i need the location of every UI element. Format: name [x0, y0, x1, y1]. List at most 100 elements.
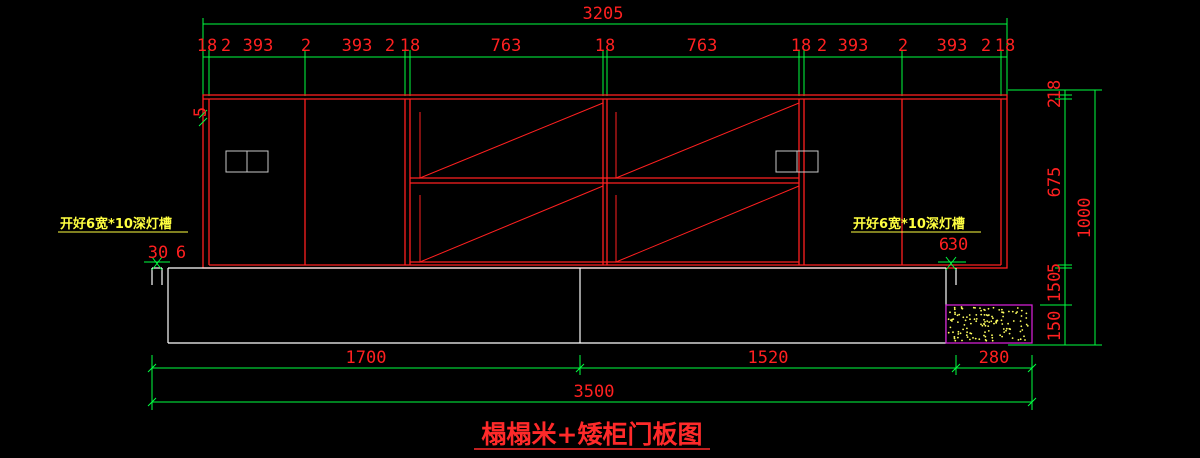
hatch-dot [983, 318, 985, 321]
groove-right-dim-b: 30 [948, 235, 968, 255]
dim-bottom-segments: 1700 1520 280 [346, 348, 1010, 368]
hatch-dot [961, 339, 963, 342]
hatch-dot [963, 324, 966, 326]
hatch-dot [1002, 328, 1005, 330]
hatch-dot [975, 318, 978, 320]
hatch-dot [980, 313, 983, 316]
dim-right-seg: 150 [1045, 272, 1065, 303]
hatch-dot [987, 325, 990, 327]
hatch-dot [966, 327, 968, 330]
dim-top-seg: 18 [197, 36, 217, 56]
dim-top-seg: 393 [342, 36, 373, 56]
hatch-dot [958, 313, 961, 316]
hatch-dot [1011, 310, 1014, 313]
hatch-dot [968, 314, 971, 316]
hatch-dot [1016, 307, 1019, 309]
hatch-dot [978, 338, 981, 341]
hatch-dot [983, 308, 985, 311]
hatch-dot [1025, 317, 1028, 319]
hatch-dot [1007, 322, 1009, 325]
dim-top-seg: 393 [937, 36, 968, 56]
hatch-dot [959, 332, 962, 335]
hatch-dot [991, 339, 994, 342]
dim-small-left: 5 [191, 107, 211, 117]
hatch-dot [957, 321, 959, 323]
right-dimension-chain [1008, 89, 1102, 346]
dim-small-left-marker [198, 109, 208, 127]
hatch-dot [952, 331, 954, 334]
hatch-dot [957, 333, 960, 335]
dim-top-seg: 393 [838, 36, 869, 56]
hatch-dot [991, 336, 994, 339]
hatch-dot [966, 316, 968, 318]
groove-left-dim-b: 6 [176, 243, 186, 263]
note-groove-right: 开好6宽*10深灯槽 [853, 216, 965, 232]
hatch-dot [970, 322, 972, 325]
dim-top-seg: 2 [385, 36, 395, 56]
hatch-dot [1008, 310, 1010, 313]
dim-top-seg: 763 [491, 36, 522, 56]
hatch-dot [954, 311, 956, 314]
groove-right-dim-a: 6 [939, 235, 949, 255]
dim-top-segments: 18 2 393 2 393 2 18 763 18 763 18 2 393 … [197, 36, 1015, 56]
hatch-dot [993, 322, 995, 325]
groove-marker-left [144, 256, 170, 271]
hatch-dot [1019, 320, 1022, 322]
hatched-block [945, 304, 1033, 344]
door-handle-left [225, 150, 269, 173]
hatch-dot [981, 324, 984, 327]
hatch-dot [996, 319, 998, 322]
cabinet-elevation [202, 94, 1008, 269]
dim-bottom-seg: 280 [979, 348, 1010, 368]
dim-bottom-seg: 1700 [346, 348, 387, 368]
hatch-dot [1020, 315, 1023, 317]
dim-top-seg: 2 [981, 36, 991, 56]
hatch-dot [1025, 312, 1028, 315]
hatch-dot [953, 336, 956, 338]
hatch-dot [1020, 309, 1023, 312]
hatch-dot [1020, 325, 1023, 328]
base-platform [151, 267, 957, 344]
hatch-dot [1008, 327, 1011, 330]
hatch-dot [965, 334, 968, 337]
hatch-dot [1012, 320, 1015, 322]
hatch-dot [986, 314, 989, 317]
hatch-dot [1000, 319, 1003, 322]
dim-top-seg: 393 [243, 36, 274, 56]
hatch-dot [950, 319, 952, 322]
hatch-dot [984, 335, 987, 338]
hatch-dot [992, 317, 994, 320]
hatch-dot [962, 328, 964, 331]
hatch-dot [947, 331, 950, 334]
hatch-dot [991, 334, 993, 337]
hatch-dot [966, 331, 968, 334]
dim-right-overall: 1000 [1075, 198, 1095, 239]
hatch-dot [985, 339, 988, 342]
hatch-dot [954, 313, 956, 316]
hatch-dot [1001, 311, 1003, 314]
dim-right-segments: 2 18 675 5 150 150 [1045, 80, 1065, 342]
door-handle-right [775, 150, 819, 173]
hatch-dot [988, 321, 991, 323]
hatch-dot [1003, 331, 1006, 333]
hatch-dot [954, 339, 957, 342]
dim-right-seg: 150 [1045, 311, 1065, 342]
hatch-dot [983, 314, 986, 316]
hatch-dot [984, 324, 987, 327]
hatch-dot [1005, 329, 1007, 332]
hatch-dot [956, 314, 959, 317]
hatch-dot [1005, 327, 1008, 330]
hatch-dot [990, 320, 993, 323]
dim-right-seg: 675 [1045, 167, 1065, 198]
hatch-dot [983, 323, 985, 325]
hatch-dot [999, 334, 1001, 337]
hatch-dot [1026, 325, 1029, 327]
hatch-dot [983, 334, 985, 337]
bottom-dimension-chain [147, 355, 1037, 410]
hatch-dot [1023, 335, 1025, 338]
dim-top-seg: 2 [221, 36, 231, 56]
hatch-dot [979, 307, 981, 309]
hatch-dot [980, 323, 982, 326]
dim-top-seg: 18 [595, 36, 615, 56]
